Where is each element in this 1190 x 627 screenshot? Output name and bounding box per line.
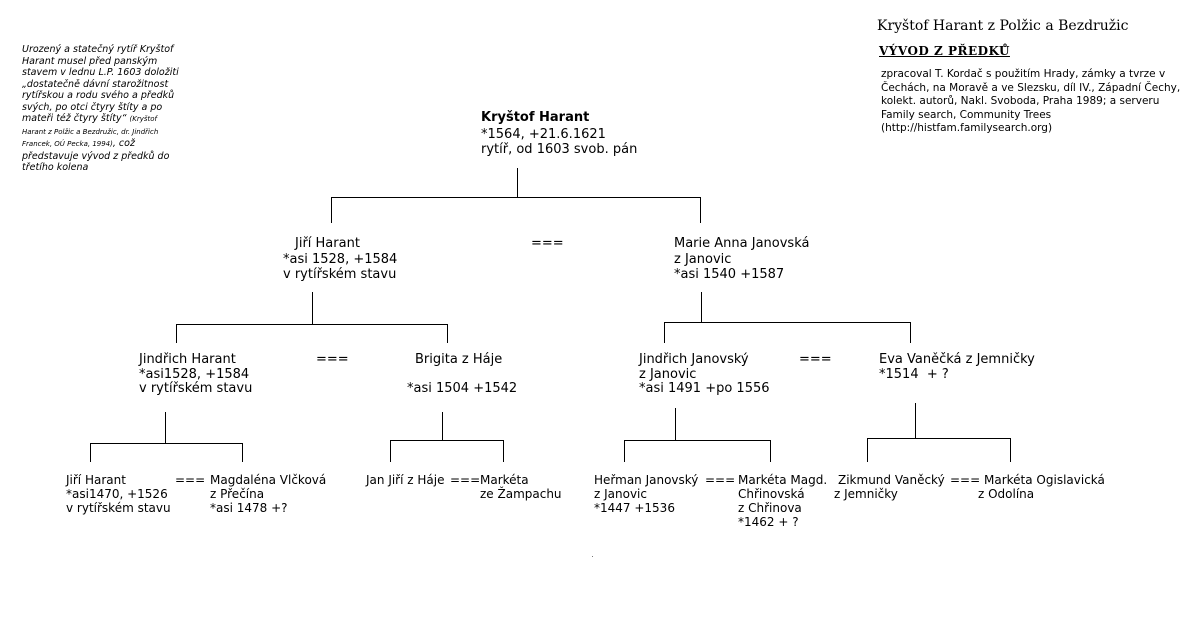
person-marketa-ogislavicka-origin: z Odolína xyxy=(978,487,1035,501)
marriage-symbol: === xyxy=(316,352,349,367)
person-krystof-name: Kryštof Harant xyxy=(481,110,590,125)
person-jan-jiri-name: Jan Jiří z Háje xyxy=(366,473,445,487)
person-jindrich-janovsky-origin: z Janovic xyxy=(639,367,697,382)
marriage-symbol: === xyxy=(950,473,981,487)
page-title: Kryštof Harant z Polžic a Bezdružic xyxy=(877,18,1129,34)
person-eva-name: Eva Vaněčká z Jemničky xyxy=(879,352,1035,367)
person-jiri-dates: *asi 1528, +1584 xyxy=(283,252,398,267)
intro-text-end: , což představuje vývod z předků do třet… xyxy=(22,138,170,173)
person-eva-dates: *1514 + ? xyxy=(879,367,949,382)
marriage-symbol: === xyxy=(531,236,564,251)
person-marketa-magd-family: Chřinovská xyxy=(738,487,805,501)
marriage-symbol: === xyxy=(705,473,736,487)
stray-dot xyxy=(592,556,593,557)
person-jiri-name: Jiří Harant xyxy=(295,236,360,251)
person-herman-name: Heřman Janovský xyxy=(594,473,699,487)
person-magdalena-name: Magdaléna Vlčková xyxy=(210,473,327,487)
person-jiri-elder-dates: *asi1470, +1526 xyxy=(66,487,168,501)
marriage-symbol: === xyxy=(175,473,206,487)
person-herman-dates: *1447 +1536 xyxy=(594,501,675,515)
intro-text: Urozený a statečný rytíř Kryštof Harant … xyxy=(22,44,179,124)
person-brigita-name: Brigita z Háje xyxy=(415,352,503,367)
person-krystof-dates: *1564, +21.6.1621 xyxy=(481,127,606,142)
person-brigita-dates: *asi 1504 +1542 xyxy=(407,381,518,396)
person-marie-dates: *asi 1540 +1587 xyxy=(674,267,785,282)
person-magdalena-dates: *asi 1478 +? xyxy=(210,501,288,515)
marriage-symbol: === xyxy=(450,473,481,487)
person-herman-origin: z Janovic xyxy=(594,487,647,501)
person-marketa-ogislavicka-name: Markéta Ogislavická xyxy=(984,473,1105,487)
marriage-symbol: === xyxy=(799,352,832,367)
intro-citation: (Kryštof Harant z Polžic a Bezdružic, dr… xyxy=(22,115,159,148)
page-subtitle: VÝVOD Z PŘEDKŮ xyxy=(879,44,1010,58)
person-magdalena-origin: z Přečína xyxy=(210,487,265,501)
person-zikmund-origin: z Jemničky xyxy=(834,487,898,501)
person-jindrich-harant-name: Jindřich Harant xyxy=(139,352,236,367)
person-jindrich-harant-rank: v rytířském stavu xyxy=(139,381,253,396)
person-marketa-magd-origin: z Chřinova xyxy=(738,501,802,515)
person-jindrich-janovsky-dates: *asi 1491 +po 1556 xyxy=(639,381,770,396)
person-jindrich-harant-dates: *asi1528, +1584 xyxy=(139,367,250,382)
intro-note: Urozený a statečný rytíř Kryštof Harant … xyxy=(22,44,182,174)
person-jindrich-janovsky-name: Jindřich Janovský xyxy=(639,352,749,367)
source-note: zpracoval T. Kordač s použitím Hrady, zá… xyxy=(881,68,1181,134)
person-marketa-magd-name: Markéta Magd. xyxy=(738,473,828,487)
person-zikmund-name: Zikmund Vaněcký xyxy=(838,473,945,487)
person-krystof-title: rytíř, od 1603 svob. pán xyxy=(481,142,638,157)
person-marie-origin: z Janovic xyxy=(674,252,732,267)
person-jiri-elder-rank: v rytířském stavu xyxy=(66,501,171,515)
person-marketa-zampach-origin: ze Žampachu xyxy=(480,487,562,501)
person-marketa-zampach-name: Markéta xyxy=(480,473,529,487)
person-marie-name: Marie Anna Janovská xyxy=(674,236,810,251)
person-jiri-rank: v rytířském stavu xyxy=(283,267,397,282)
person-jiri-elder-name: Jiří Harant xyxy=(66,473,126,487)
person-marketa-magd-dates: *1462 + ? xyxy=(738,515,799,529)
